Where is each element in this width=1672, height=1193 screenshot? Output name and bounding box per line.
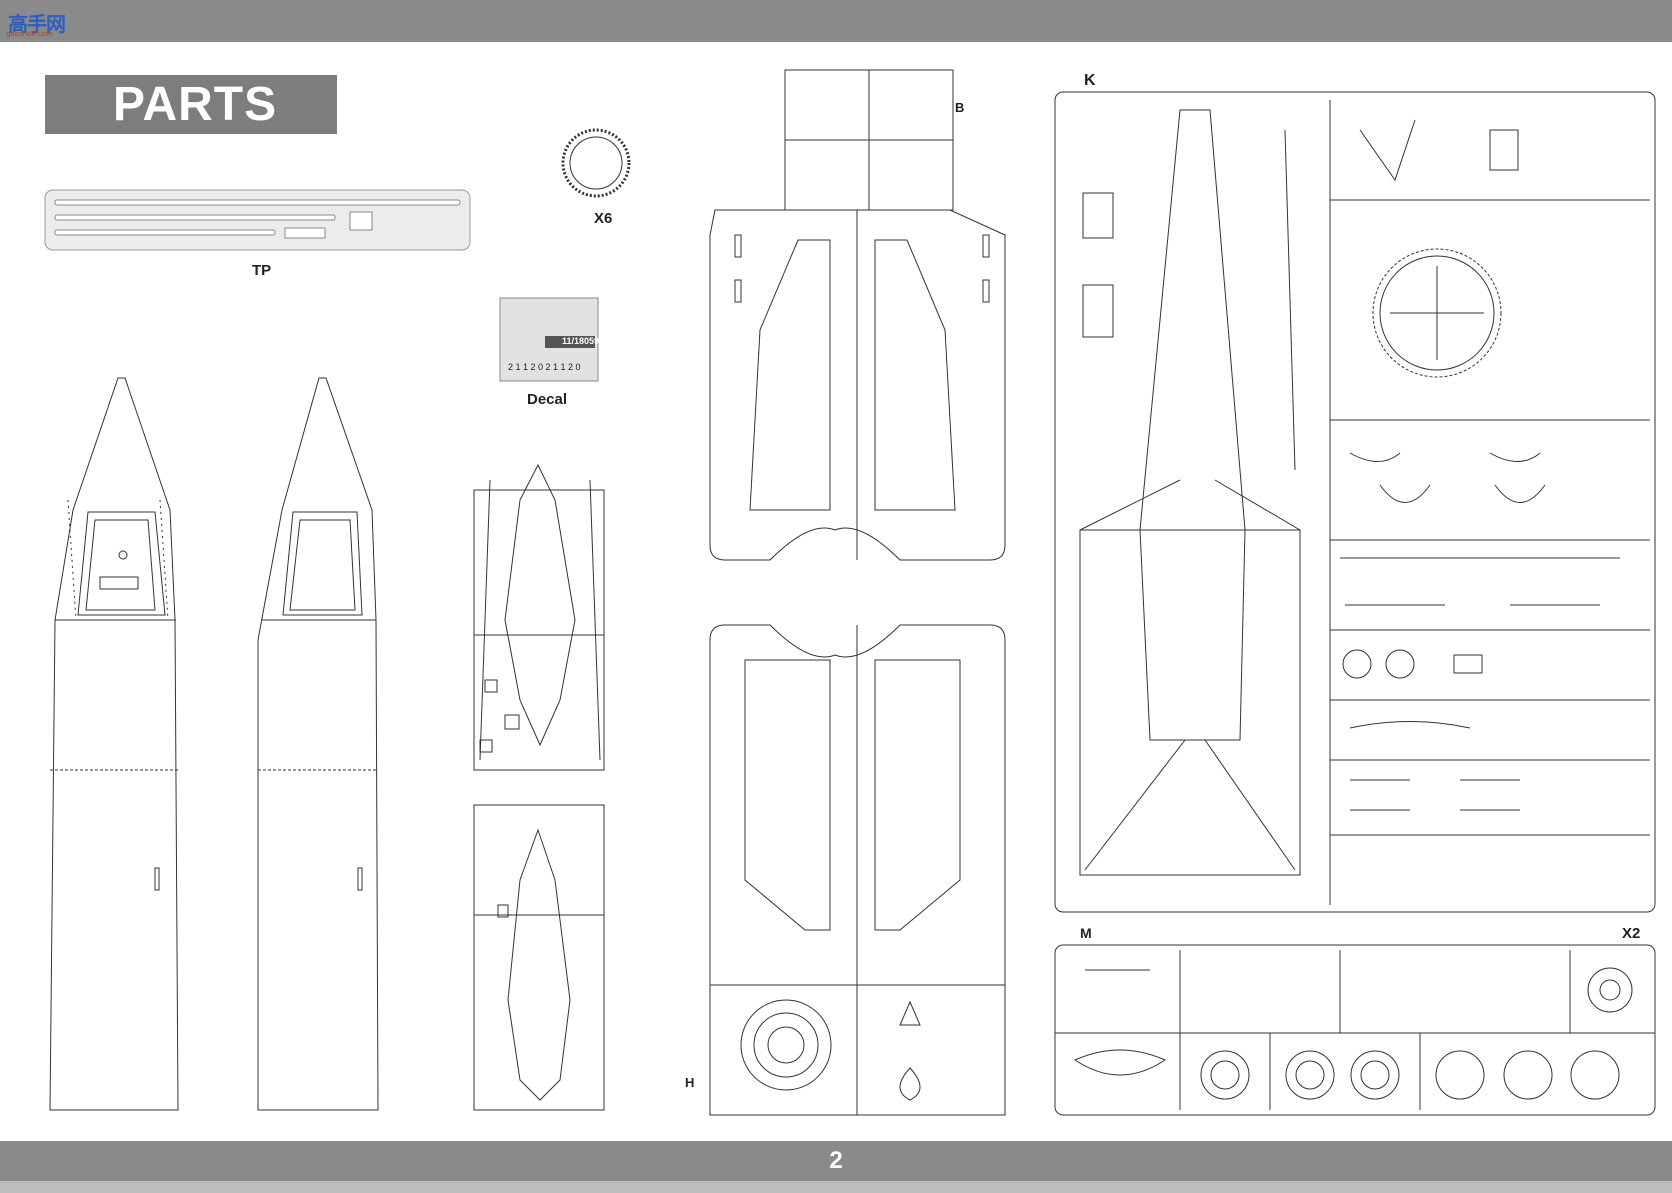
- decal-sheet: [499, 297, 599, 382]
- tire-icon: [561, 128, 631, 198]
- sprue-letter-m: M: [1080, 925, 1092, 941]
- sprue-letter-b: B: [955, 100, 965, 115]
- page-number: 2: [829, 1147, 843, 1174]
- label-x6: X6: [594, 210, 613, 227]
- nose-part-right: [257, 377, 379, 1111]
- floor-part-upper: [473, 463, 605, 771]
- sprue-k: [1054, 91, 1656, 913]
- nose-part-left: [49, 377, 179, 1111]
- label-tp: TP: [252, 262, 272, 279]
- sprue-b-lower: [709, 624, 1006, 1116]
- logo-icon: 高手网: [8, 12, 66, 36]
- header-bar: [0, 0, 1672, 42]
- logo-url: gaoshou.com: [6, 30, 53, 38]
- label-decal: Decal: [527, 391, 568, 408]
- floor-part-lower: [473, 804, 605, 1111]
- footer-strip: [0, 1181, 1672, 1193]
- section-title-banner: PARTS: [45, 75, 337, 134]
- sprue-letter-h: H: [685, 1075, 695, 1090]
- sprue-m: [1054, 944, 1656, 1116]
- sprue-letter-k: K: [1084, 72, 1096, 89]
- photo-etch-fret: [44, 189, 471, 251]
- decal-number-row: 2 1 1 2 0 2 1 1 2 0: [508, 362, 581, 372]
- footer-bar: [0, 1141, 1672, 1181]
- sprue-b-upper: [709, 69, 1006, 561]
- site-logo: 高手网 gaoshou.com: [6, 6, 68, 38]
- section-title: PARTS: [113, 78, 278, 131]
- label-x2: X2: [1622, 925, 1641, 942]
- decal-serial: 11/18059: [562, 336, 600, 346]
